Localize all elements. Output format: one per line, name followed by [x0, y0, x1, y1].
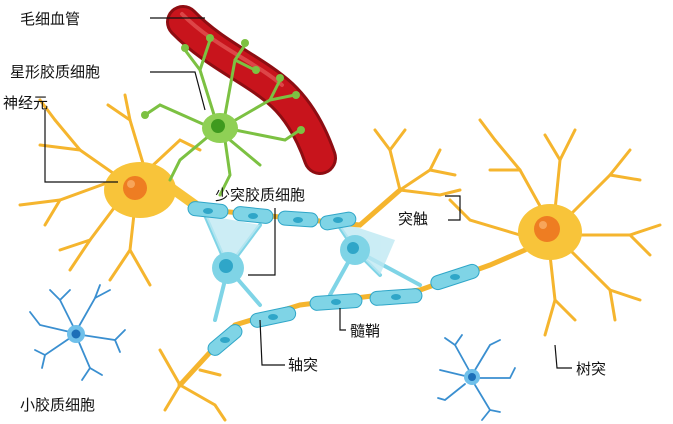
label-capillary: 毛细血管 [20, 10, 80, 28]
label-synapse: 突触 [398, 210, 428, 228]
label-myelin: 髓鞘 [350, 322, 380, 340]
left-axon-hillock [155, 175, 200, 210]
right-nucleus-highlight [539, 221, 547, 229]
leader-oligo [248, 208, 276, 276]
astrocyte-endfeet [141, 34, 305, 134]
right-neuron-nucleus [534, 216, 560, 242]
right-neuron [448, 118, 662, 337]
microglia-right-nucleus [468, 373, 476, 381]
microglia-left-nucleus [71, 329, 81, 339]
lower-axon-terminals [158, 348, 227, 422]
astrocyte-nucleus [211, 119, 225, 133]
left-neuron [18, 93, 202, 287]
left-nucleus-highlight [127, 180, 135, 188]
lower-myelin [207, 263, 480, 356]
microglia-right [437, 334, 516, 421]
leader-astrocyte [150, 71, 206, 111]
label-neuron: 神经元 [3, 94, 48, 112]
label-dendrite: 树突 [576, 360, 606, 378]
capillary [166, 5, 337, 175]
label-microglia: 小胶质细胞 [20, 396, 95, 414]
oligodendrocyte-nucleus-1 [219, 259, 233, 273]
label-oligodendrocyte: 少突胶质细胞 [215, 186, 305, 204]
astrocyte [143, 38, 302, 197]
leader-dendrite [554, 344, 572, 369]
oligodendrocyte-nucleus-2 [347, 242, 359, 254]
label-axon: 轴突 [288, 356, 318, 374]
left-neuron-nucleus [123, 176, 147, 200]
leader-synapse [445, 195, 461, 221]
microglia-left [29, 284, 126, 381]
leader-neuron [44, 110, 118, 183]
upper-myelin [187, 201, 357, 231]
label-astrocyte: 星形胶质细胞 [10, 63, 100, 81]
leader-myelin [339, 308, 346, 331]
leader-axon [259, 319, 285, 366]
upper-axon-terminals [373, 128, 462, 197]
